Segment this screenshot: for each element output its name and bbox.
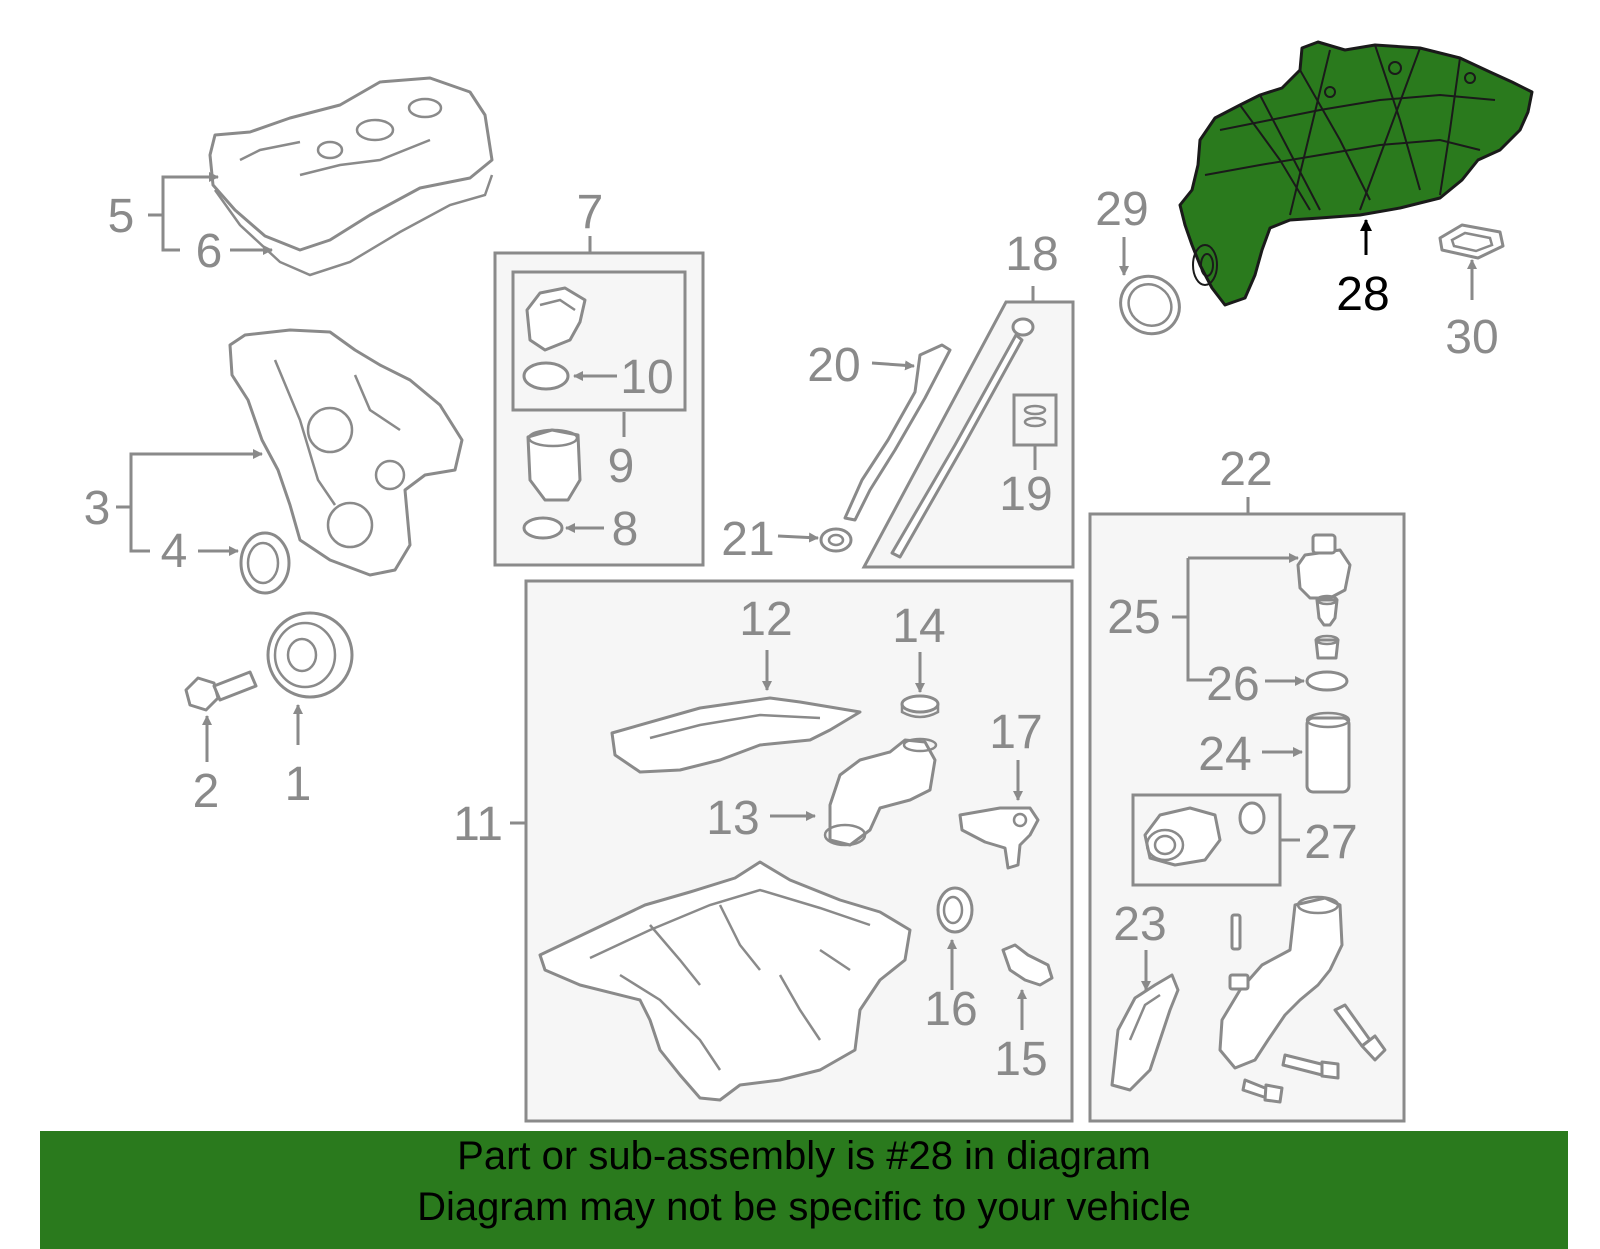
callout-25: 25	[1107, 591, 1160, 644]
housing-bolt-c-icon	[1241, 1078, 1284, 1104]
housing-bolt-b-icon	[1281, 1053, 1340, 1080]
intake-gasket-icon	[1438, 223, 1505, 260]
banner-line-1: Part or sub-assembly is #28 in diagram	[457, 1134, 1151, 1178]
callout-6: 6	[196, 225, 223, 278]
drain-plug-seal-icon	[936, 886, 974, 934]
oil-filler-tube-icon	[526, 428, 582, 502]
info-banner: Part or sub-assembly is #28 in diagram D…	[40, 1131, 1568, 1249]
callout-8: 8	[612, 503, 639, 556]
callout-26: 26	[1206, 658, 1259, 711]
callout-7: 7	[577, 186, 604, 239]
callout-1: 1	[285, 758, 312, 811]
oil-filler-cap-icon	[525, 286, 587, 352]
leader-20	[871, 360, 915, 371]
callout-27: 27	[1304, 816, 1357, 869]
banner-line-2: Diagram may not be specific to your vehi…	[417, 1185, 1191, 1229]
callout-9: 9	[608, 440, 635, 493]
oil-pan-baffle-icon	[610, 696, 862, 774]
callout-15: 15	[994, 1033, 1047, 1086]
callout-12: 12	[739, 593, 792, 646]
callout-22: 22	[1219, 443, 1272, 496]
callout-30: 30	[1445, 311, 1498, 364]
o-ring-26-icon	[1305, 670, 1349, 692]
dipstick-tube-seal-icon	[819, 527, 853, 553]
callout-19: 19	[999, 468, 1052, 521]
filter-cap-plug-icon	[1315, 594, 1339, 627]
housing-bolt-a-icon	[1333, 1003, 1387, 1062]
callout-20: 20	[807, 339, 860, 392]
callout-3: 3	[84, 482, 111, 535]
oil-pan-icon	[538, 860, 912, 1102]
callout-29: 29	[1095, 183, 1148, 236]
dipstick-seals-icon	[1023, 404, 1047, 428]
drain-plug-icon	[1001, 943, 1054, 987]
callout-17: 17	[989, 706, 1042, 759]
intake-manifold-icon	[1178, 40, 1534, 307]
callout-21: 21	[721, 513, 774, 566]
front-seal-icon	[239, 531, 291, 595]
filter-cap-valve-icon	[1314, 634, 1340, 660]
oil-pump-pickup-icon	[823, 737, 938, 847]
oil-filter-icon	[1305, 711, 1351, 794]
balancer-pulley-icon	[266, 611, 354, 699]
oil-filter-cap-icon	[1296, 533, 1352, 600]
callout-11: 11	[453, 798, 503, 851]
oil-level-sensor-icon	[958, 806, 1040, 870]
throttle-body-seal-icon	[1119, 274, 1181, 336]
callout-13: 13	[706, 792, 759, 845]
callout-4: 4	[161, 525, 188, 578]
balancer-bolt-icon	[184, 670, 258, 712]
callout-18: 18	[1005, 228, 1058, 281]
valve-cover-icon	[208, 76, 494, 277]
callout-16: 16	[924, 983, 977, 1036]
oil-cooler-adapter-icon	[1143, 806, 1222, 867]
leader-3-bracket	[129, 452, 262, 553]
dipstick-icon	[890, 317, 1035, 559]
callout-24: 24	[1198, 728, 1251, 781]
oil-filter-housing-icon	[1218, 895, 1344, 1070]
o-ring-27-icon	[1238, 801, 1266, 835]
callout-5: 5	[108, 190, 135, 243]
group-box-9-inner	[511, 270, 687, 412]
leader-21	[777, 532, 819, 543]
callout-23: 23	[1113, 898, 1166, 951]
o-ring-10-icon	[522, 361, 570, 391]
timing-cover-icon	[228, 328, 464, 577]
dipstick-tube-icon	[843, 343, 952, 522]
pickup-tube-seal-icon	[900, 694, 940, 719]
o-ring-8-icon	[522, 516, 564, 540]
leader-25-bracket	[1186, 558, 1212, 682]
callout-2: 2	[193, 765, 220, 818]
group-box-27-inner	[1131, 793, 1282, 887]
callout-28: 28	[1336, 268, 1389, 321]
callout-10: 10	[620, 351, 673, 404]
callout-14: 14	[892, 600, 945, 653]
